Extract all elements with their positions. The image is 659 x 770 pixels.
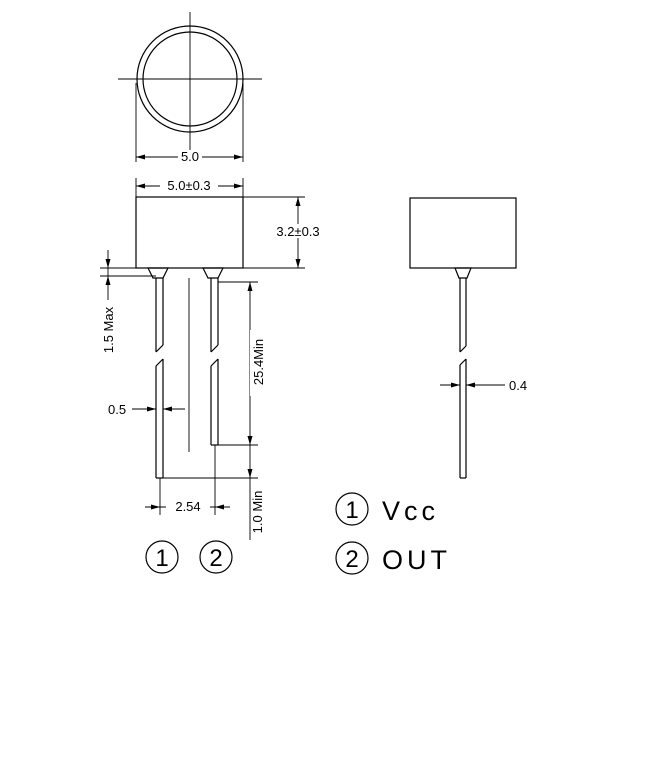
lead-length-label: 25.4Min bbox=[251, 339, 266, 385]
legend-label-vcc: Vcc bbox=[382, 496, 439, 526]
top-diameter-label: 5.0 bbox=[181, 149, 199, 164]
side-body-outline bbox=[409, 197, 517, 269]
top-view: 5.0 bbox=[118, 12, 262, 164]
front-view: 5.0±0.3 3.2±0.3 1.5 Max bbox=[100, 178, 328, 574]
pin-2-marker: 2 bbox=[199, 540, 233, 574]
pin-1-marker: 1 bbox=[145, 540, 179, 574]
svg-text:1: 1 bbox=[345, 497, 358, 524]
pin-legend: 1 Vcc 2 OUT bbox=[335, 492, 451, 575]
lead-neck-2 bbox=[202, 267, 224, 279]
lead-clearance-label: 1.5 Max bbox=[101, 306, 116, 353]
side-lead-width-label: 0.4 bbox=[509, 378, 527, 393]
body-height-label: 3.2±0.3 bbox=[276, 224, 319, 239]
legend-item-1: 1 Vcc bbox=[335, 492, 439, 526]
side-view: 0.4 bbox=[409, 197, 527, 479]
lead-2 bbox=[210, 278, 219, 446]
side-lead-neck bbox=[454, 267, 472, 279]
legend-label-out: OUT bbox=[382, 545, 451, 575]
side-lead bbox=[459, 278, 467, 479]
lead-pitch-label: 2.54 bbox=[175, 499, 200, 514]
body-width-label: 5.0±0.3 bbox=[167, 178, 210, 193]
lead-1 bbox=[155, 278, 164, 479]
body-outline bbox=[135, 196, 244, 269]
svg-text:2: 2 bbox=[209, 545, 222, 572]
lead-neck-1 bbox=[147, 267, 169, 279]
legend-item-2: 2 OUT bbox=[335, 541, 451, 575]
svg-text:2: 2 bbox=[345, 546, 358, 573]
lead-width-label: 0.5 bbox=[108, 402, 126, 417]
lead-offset-label: 1.0 Min bbox=[250, 491, 265, 534]
svg-text:1: 1 bbox=[155, 545, 168, 572]
